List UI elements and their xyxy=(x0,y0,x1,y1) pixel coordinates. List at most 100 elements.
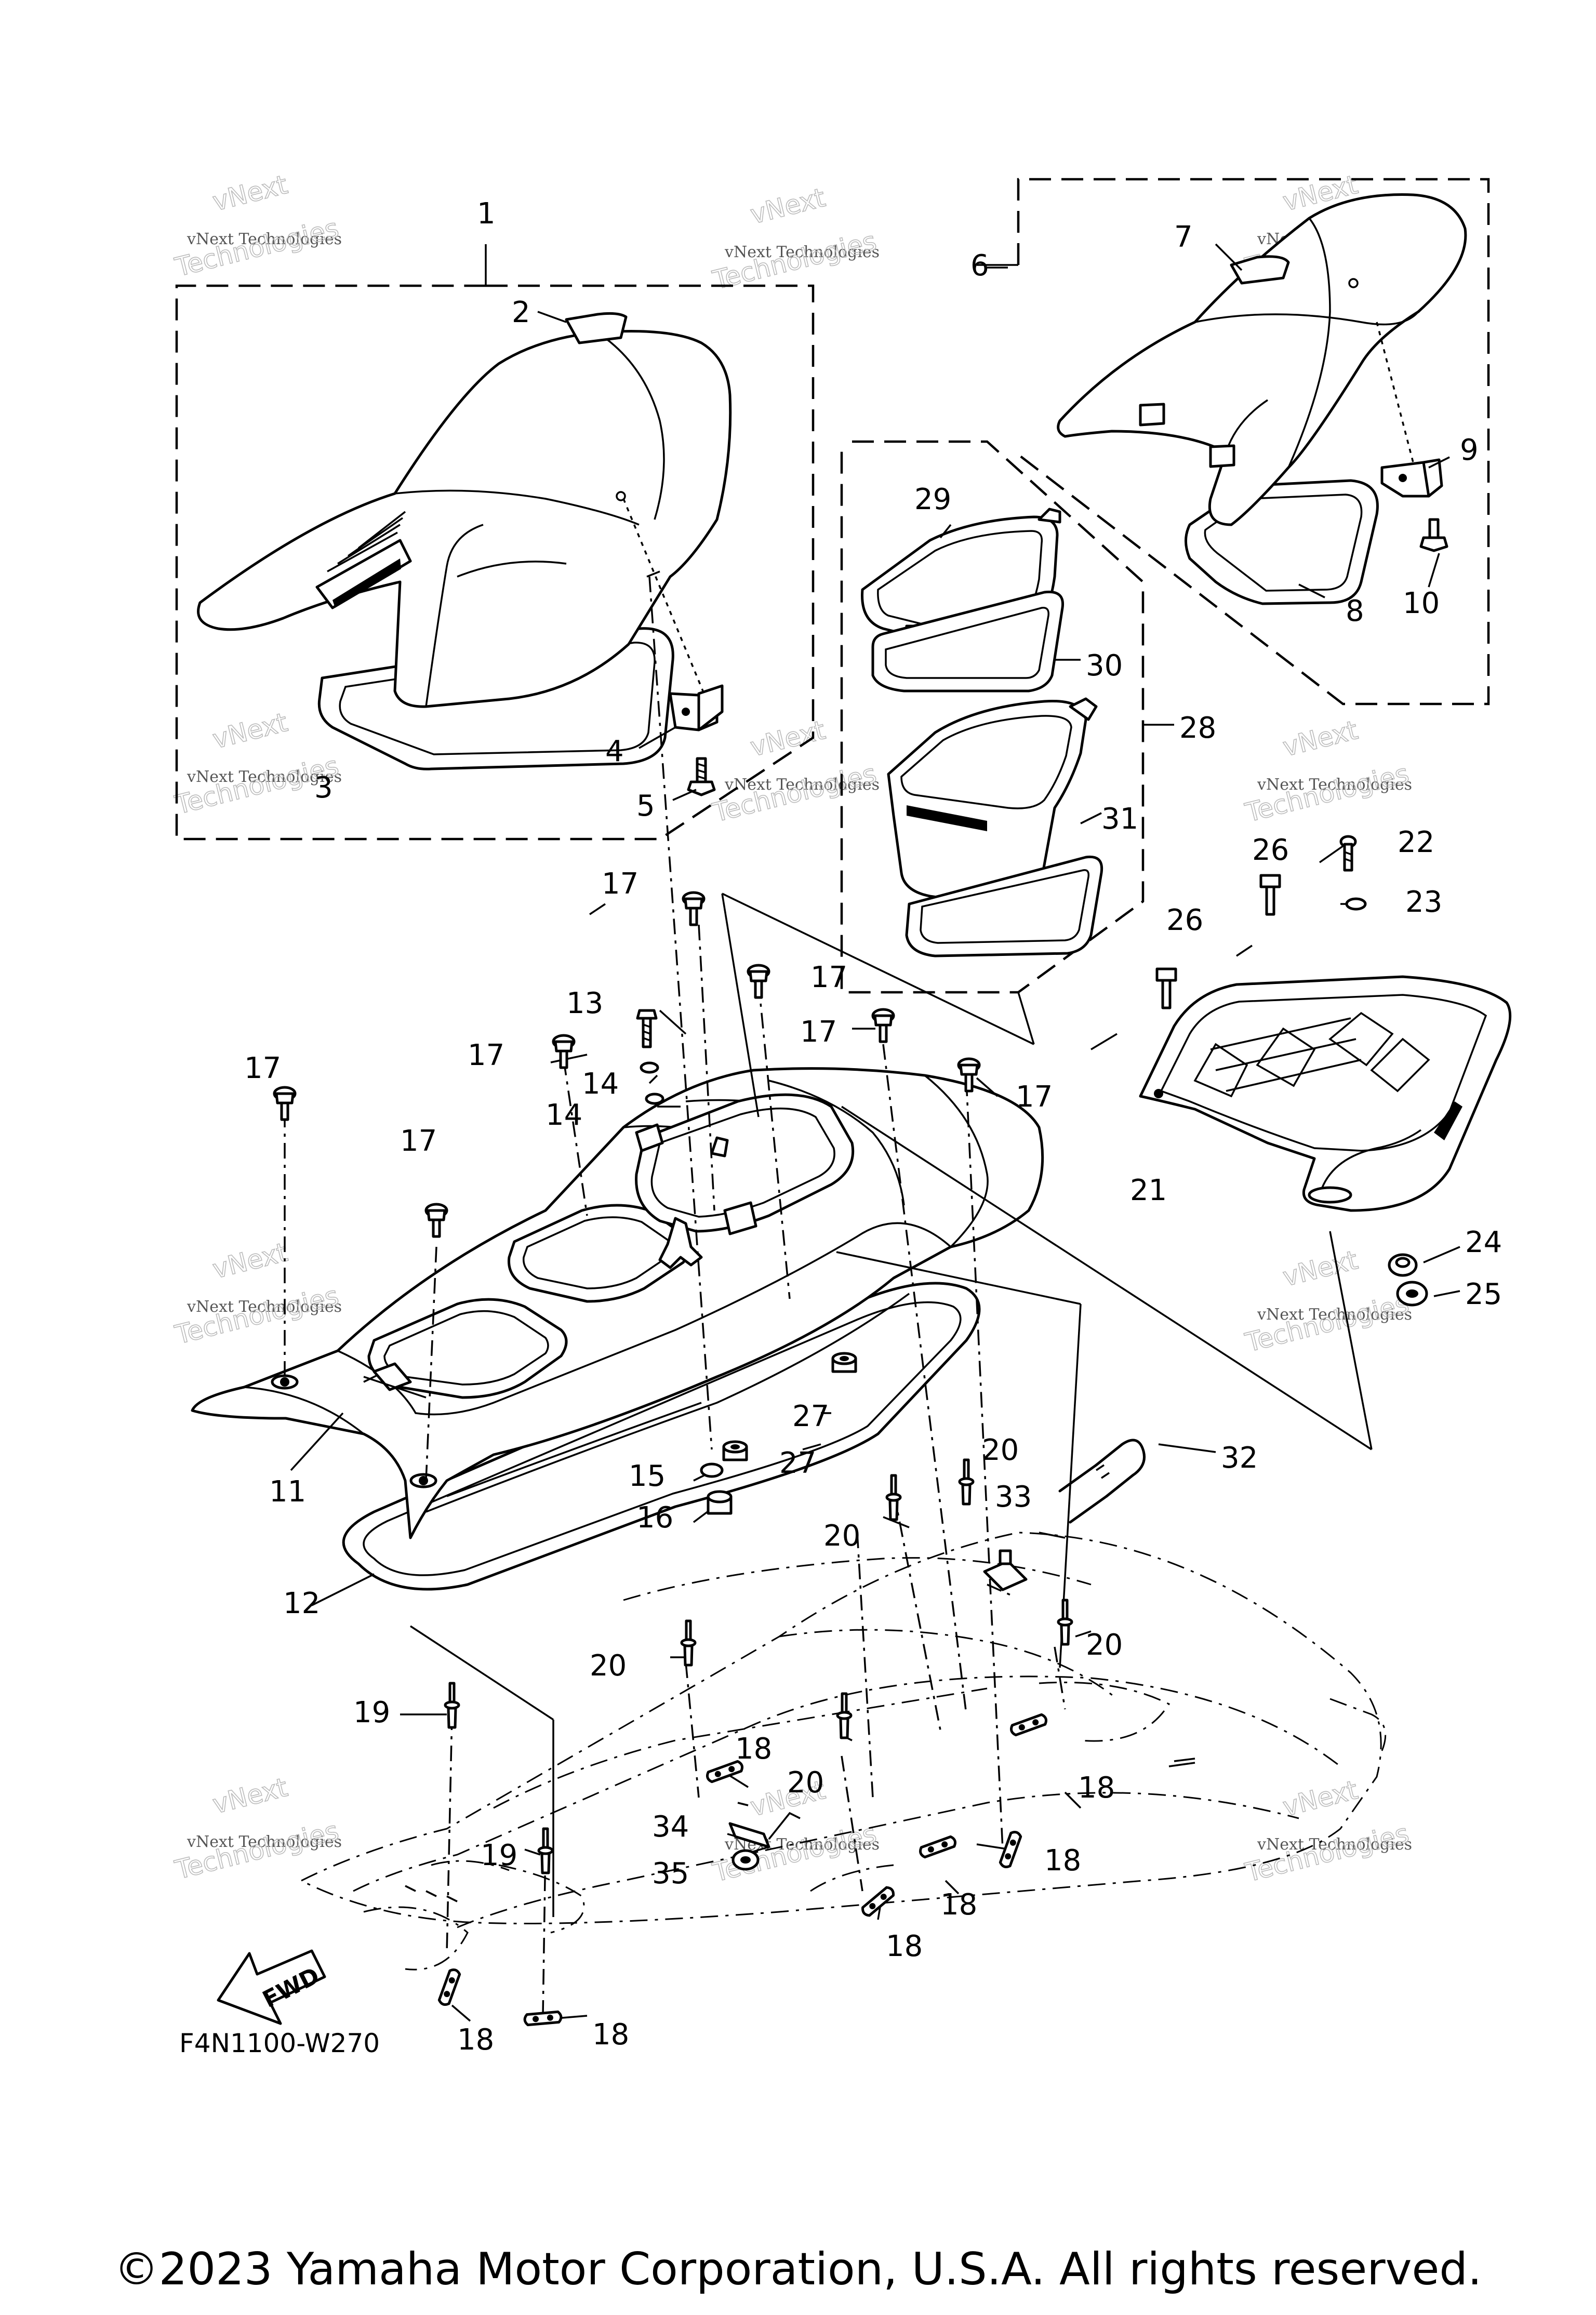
callout-20a: 20 xyxy=(982,1433,1019,1467)
svg-text:vNext Technologies: vNext Technologies xyxy=(187,1298,342,1316)
callout-6: 6 xyxy=(970,249,989,283)
callout-17a: 17 xyxy=(602,867,639,901)
rivet-20 xyxy=(885,1474,902,1521)
callout-19b: 19 xyxy=(481,1839,517,1872)
svg-text:Technologies: Technologies xyxy=(710,759,880,828)
deck-opening-rear xyxy=(508,1204,692,1303)
callout-9: 9 xyxy=(1460,433,1479,467)
callout-7: 7 xyxy=(1174,220,1193,254)
callout-34: 34 xyxy=(652,1810,689,1844)
callout-13: 13 xyxy=(566,987,603,1020)
assembly-6-boundary xyxy=(1017,178,1490,706)
rivet-20 xyxy=(958,1458,975,1506)
storage-box-group xyxy=(840,440,1174,994)
callout-10: 10 xyxy=(1403,587,1440,620)
callout-18e: 18 xyxy=(886,1930,923,1963)
callout-20b: 20 xyxy=(823,1519,860,1553)
watermark: vNext vNext Technologies Technologies xyxy=(709,714,880,829)
rivet-20 xyxy=(680,1619,697,1667)
callout-27a: 27 xyxy=(792,1400,829,1433)
watermark: vNext vNext Technologies Technologies xyxy=(1242,714,1412,829)
svg-text:vNext Technologies: vNext Technologies xyxy=(187,1833,342,1851)
bolt-17 xyxy=(552,1034,576,1069)
callout-12: 12 xyxy=(283,1587,320,1620)
callout-16: 16 xyxy=(636,1501,673,1535)
svg-text:vNext: vNext xyxy=(747,182,828,230)
bolt-17 xyxy=(747,964,770,999)
lid-gasket xyxy=(871,590,1065,693)
rivet-20 xyxy=(836,1692,853,1739)
callout-18f: 18 xyxy=(457,2023,494,2057)
callout-20e: 20 xyxy=(787,1766,824,1800)
washer-14 xyxy=(645,1093,664,1105)
callout-18d: 18 xyxy=(940,1888,977,1922)
svg-text:vNext Technologies: vNext Technologies xyxy=(187,768,342,786)
callout-26a: 26 xyxy=(1252,833,1289,867)
svg-text:Technologies: Technologies xyxy=(1242,1288,1412,1358)
callout-18a: 18 xyxy=(735,1732,772,1766)
bolt-17 xyxy=(682,891,706,926)
svg-text:vNext: vNext xyxy=(209,707,290,755)
rivet-19 xyxy=(537,1827,554,1874)
callout-2: 2 xyxy=(512,296,530,329)
bolt-17 xyxy=(273,1086,297,1121)
callout-17f: 17 xyxy=(244,1052,281,1085)
front-seat xyxy=(197,330,732,708)
callout-4: 4 xyxy=(605,735,624,768)
grommet-27 xyxy=(722,1440,748,1461)
clip-18 xyxy=(523,2010,563,2027)
callout-17e: 17 xyxy=(468,1039,504,1072)
copyright-notice: ©2023 Yamaha Motor Corporation, U.S.A. A… xyxy=(114,2243,1482,2295)
washer-23 xyxy=(1345,897,1367,911)
u-bolt-32 xyxy=(1058,1439,1146,1524)
bolt-5 xyxy=(687,757,716,796)
rivet-19 xyxy=(444,1682,460,1729)
storage-box xyxy=(887,699,1087,909)
bracket-34 xyxy=(728,1812,801,1848)
bolt-22 xyxy=(1339,835,1357,872)
callout-15: 15 xyxy=(629,1459,666,1493)
svg-text:vNext Technologies: vNext Technologies xyxy=(724,243,880,261)
callout-21: 21 xyxy=(1130,1174,1167,1207)
svg-text:vNext: vNext xyxy=(209,1772,290,1820)
fasteners xyxy=(273,835,1428,2027)
bolt-17 xyxy=(424,1203,448,1238)
front-seat-group xyxy=(175,244,815,841)
callout-18g: 18 xyxy=(592,2018,629,2052)
watermark: vNext vNext Technologies Technologies xyxy=(1242,1774,1412,1888)
callout-22: 22 xyxy=(1398,826,1434,859)
nut-25 xyxy=(1396,1281,1428,1307)
plate-33 xyxy=(983,1549,1028,1591)
callout-17d: 17 xyxy=(1016,1080,1053,1114)
watermark: vNext vNext Technologies Technologies xyxy=(171,169,342,283)
callout-labels: 1 2 3 4 5 6 7 8 9 10 11 12 13 14 14 15 1… xyxy=(244,197,1502,2057)
callout-5: 5 xyxy=(636,789,655,823)
grab-handle xyxy=(1139,975,1512,1212)
assembly-28-boundary xyxy=(840,440,1145,994)
clip-18 xyxy=(437,1968,461,2006)
svg-text:vNext Technologies: vNext Technologies xyxy=(187,230,342,248)
bolt-26 xyxy=(1155,967,1177,1009)
callout-17c: 17 xyxy=(800,1015,837,1049)
svg-text:vNext: vNext xyxy=(1280,1245,1361,1293)
nut-10 xyxy=(1419,518,1448,552)
callout-28: 28 xyxy=(1179,711,1216,745)
callout-24: 24 xyxy=(1465,1226,1502,1259)
callout-32: 32 xyxy=(1221,1441,1258,1475)
callout-29: 29 xyxy=(914,483,951,516)
svg-text:vNext Technologies: vNext Technologies xyxy=(1257,1306,1412,1324)
clip-18 xyxy=(706,1760,743,1784)
callout-35: 35 xyxy=(652,1857,689,1891)
watermark: vNext vNext Technologies Technologies xyxy=(709,182,880,296)
grommet-27 xyxy=(831,1352,857,1373)
assembly-1-boundary xyxy=(175,284,815,841)
figure-code: F4N1100-W270 xyxy=(179,2028,380,2058)
callout-17g: 17 xyxy=(400,1124,437,1158)
watermark: vNext vNext Technologies Technologies xyxy=(171,1772,342,1886)
callout-8: 8 xyxy=(1346,594,1364,628)
washer-15 xyxy=(700,1462,724,1478)
deck-cleat xyxy=(658,1217,703,1269)
callout-17b: 17 xyxy=(810,961,847,994)
bolt-17 xyxy=(957,1057,981,1093)
callout-30: 30 xyxy=(1086,649,1123,683)
